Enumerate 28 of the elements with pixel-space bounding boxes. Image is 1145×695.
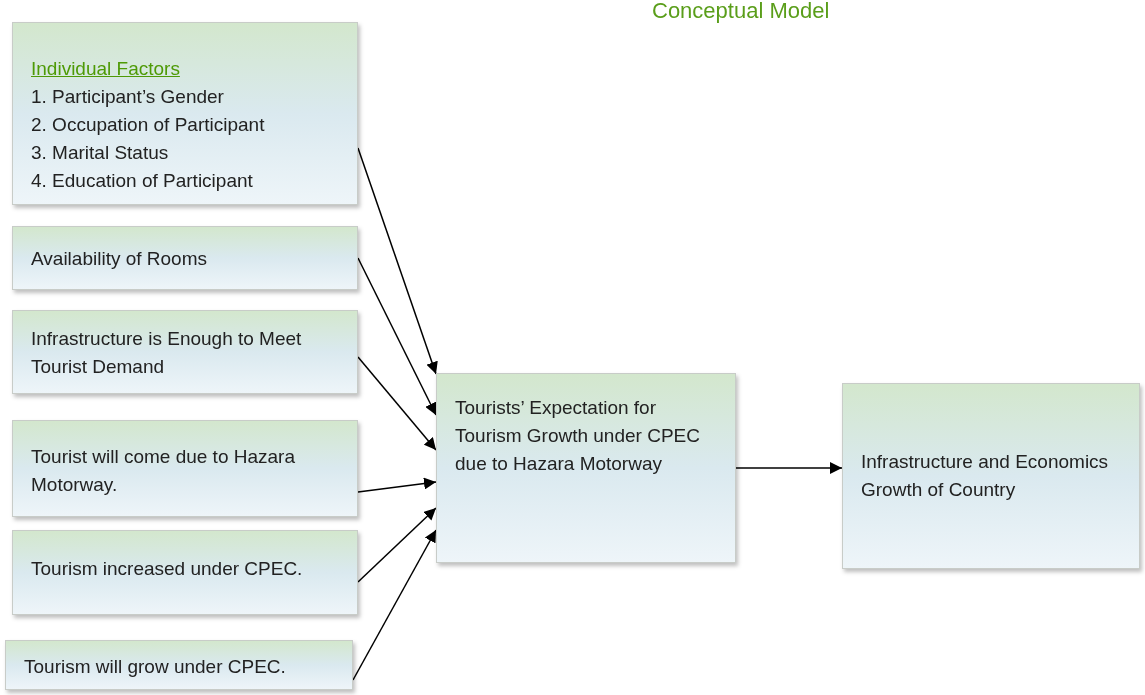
box-text: Tourist will come due to Hazara Motorway. — [31, 445, 296, 497]
process-box — [436, 373, 736, 563]
box-text: Availability of Rooms — [31, 247, 208, 271]
process-box — [12, 420, 358, 517]
box-text: Tourists’ Expectation for Tourism Growth under CPEC due to Hazara Motorway — [455, 396, 701, 476]
box-text: Infrastructure is Enough to Meet Tourist Demand — [31, 327, 303, 379]
process-box — [12, 22, 358, 205]
arrow — [357, 507, 437, 583]
process-box — [12, 530, 358, 615]
box-text: Infrastructure and Economics Growth of Country — [861, 450, 1110, 502]
arrow — [352, 529, 437, 681]
box-heading: Individual Factors — [31, 57, 181, 81]
arrow — [357, 356, 437, 451]
diagram-title: Conceptual Model — [652, 0, 830, 22]
process-box — [12, 310, 358, 394]
arrow — [357, 257, 437, 416]
list-item: 3. Marital Status — [31, 141, 170, 165]
list-item: 4. Education of Participant — [31, 169, 254, 193]
process-box — [12, 226, 358, 290]
process-box — [842, 383, 1140, 569]
process-box — [5, 640, 353, 690]
box-text: Tourism increased under CPEC. — [31, 557, 304, 581]
list-item: 2. Occupation of Participant — [31, 113, 266, 137]
list-item: 1. Participant’s Gender — [31, 85, 225, 109]
arrow — [735, 462, 843, 474]
box-text: Tourism will grow under CPEC. — [24, 655, 287, 679]
arrow — [357, 477, 437, 493]
arrow — [357, 147, 438, 375]
